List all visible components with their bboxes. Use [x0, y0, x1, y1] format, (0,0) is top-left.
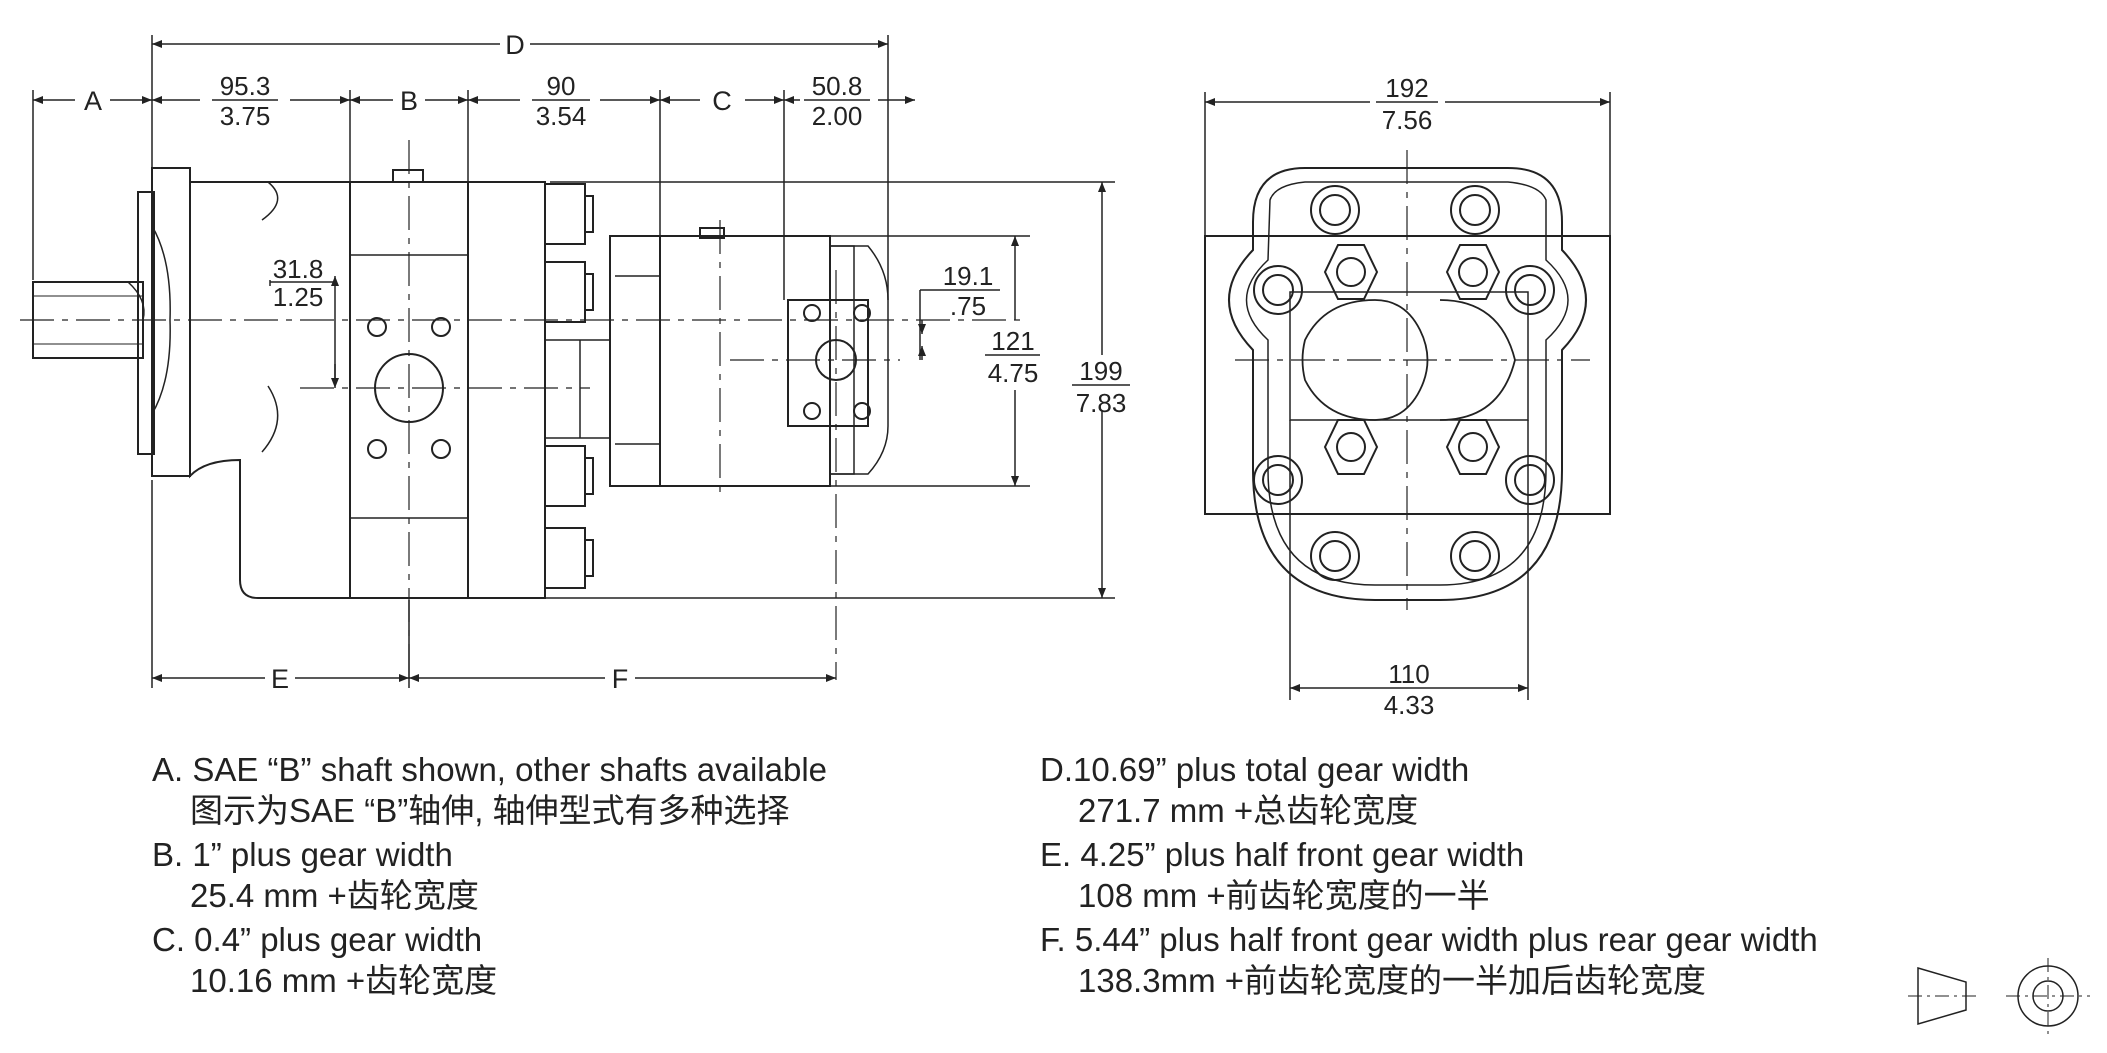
end-view: [1204, 150, 1611, 610]
dim-port-offset-in: 1.25: [273, 282, 324, 312]
side-view: [20, 140, 1020, 680]
dim-port-offset-mm: 31.8: [273, 254, 324, 284]
dim-rear-height-in: 4.75: [988, 358, 1039, 388]
note-f-en: F. 5.44” plus half front gear width plus…: [1040, 921, 1818, 958]
dim-width-in: 7.56: [1382, 105, 1433, 135]
rear-bolt-hole: [803, 304, 821, 322]
note-b-en: B. 1” plus gear width: [152, 836, 453, 873]
dim-label-b: B: [400, 86, 418, 116]
notes-right: D.10.69” plus total gear width 271.7 mm …: [1040, 749, 1818, 1004]
dim-bolt-span-mm: 110: [1388, 659, 1429, 689]
end-cover-outline: [1228, 167, 1587, 601]
dim-width-mm: 192: [1385, 73, 1428, 103]
note-c-en: C. 0.4” plus gear width: [152, 921, 483, 958]
dim-height-mm: 199: [1079, 356, 1122, 386]
side-view-dimensions: [32, 35, 1130, 688]
dim-label-c: C: [712, 86, 732, 116]
note-b: B. 1” plus gear width 25.4 mm +齿轮宽度: [152, 834, 827, 916]
dim-label-e: E: [271, 664, 289, 694]
end-view-dimensions: [1204, 92, 1611, 700]
dim-rear-port-mm: 19.1: [943, 261, 994, 291]
dim-height-in: 7.83: [1076, 388, 1127, 418]
note-d: D.10.69” plus total gear width 271.7 mm …: [1040, 749, 1818, 831]
pilot: [137, 191, 155, 455]
rear-bolt-hole: [803, 402, 821, 420]
dim-mid-mm: 90: [547, 71, 576, 101]
dim-rear-height-mm: 121: [991, 326, 1034, 356]
dim-rear-in: 2.00: [812, 101, 863, 131]
note-d-en: D.10.69” plus total gear width: [1040, 751, 1470, 788]
dim-rear-port-in: .75: [950, 291, 986, 321]
note-e-en: E. 4.25” plus half front gear width: [1040, 836, 1525, 873]
port-bolt-hole: [431, 317, 451, 337]
mounting-flange: [151, 167, 191, 477]
note-a-zh: 图示为SAE “B”轴伸, 轴伸型式有多种选择: [190, 792, 790, 829]
dim-label-d: D: [505, 30, 525, 60]
rear-housing: [659, 235, 831, 487]
dim-rear-mm: 50.8: [812, 71, 863, 101]
front-housing: [189, 181, 351, 599]
port-bolt-hole: [431, 439, 451, 459]
port-bolt-hole: [367, 317, 387, 337]
dim-bolt-span-in: 4.33: [1384, 690, 1435, 720]
rear-bolt-hole: [853, 402, 871, 420]
note-e-zh: 108 mm +前齿轮宽度的一半: [1078, 877, 1490, 914]
rear-bolt-hole: [853, 304, 871, 322]
note-d-zh: 271.7 mm +总齿轮宽度: [1078, 792, 1419, 829]
dim-label-a: A: [84, 86, 102, 116]
rear-section: [609, 235, 661, 487]
end-view-dimension-labels: 192 7.56 110 4.33: [1382, 73, 1435, 720]
note-f: F. 5.44” plus half front gear width plus…: [1040, 919, 1818, 1001]
port-bolt-hole: [367, 439, 387, 459]
dim-mid-in: 3.54: [536, 101, 587, 131]
note-c: C. 0.4” plus gear width 10.16 mm +齿轮宽度: [152, 919, 827, 1001]
note-a-en: A. SAE “B” shaft shown, other shafts ava…: [152, 751, 828, 788]
dim-flange-in: 3.75: [220, 101, 271, 131]
dim-label-f: F: [612, 664, 629, 694]
note-b-zh: 25.4 mm +齿轮宽度: [190, 877, 479, 914]
note-f-zh: 138.3mm +前齿轮宽度的一半加后齿轮宽度: [1078, 962, 1706, 999]
third-angle-projection-icon: [1908, 958, 2090, 1034]
end-view-bolts: [1253, 185, 1555, 581]
note-a: A. SAE “B” shaft shown, other shafts ava…: [152, 749, 827, 831]
side-view-dimension-labels: D A 95.3 3.75 B 90 3.54 C 50.8 2.00 31.8…: [84, 30, 1126, 694]
rear-cover: [787, 299, 869, 427]
note-c-zh: 10.16 mm +齿轮宽度: [190, 962, 498, 999]
bolt-heads: [544, 183, 594, 589]
notes-left: A. SAE “B” shaft shown, other shafts ava…: [152, 749, 827, 1004]
middle-housing: [467, 181, 546, 599]
dim-flange-mm: 95.3: [220, 71, 271, 101]
note-e: E. 4.25” plus half front gear width 108 …: [1040, 834, 1818, 916]
